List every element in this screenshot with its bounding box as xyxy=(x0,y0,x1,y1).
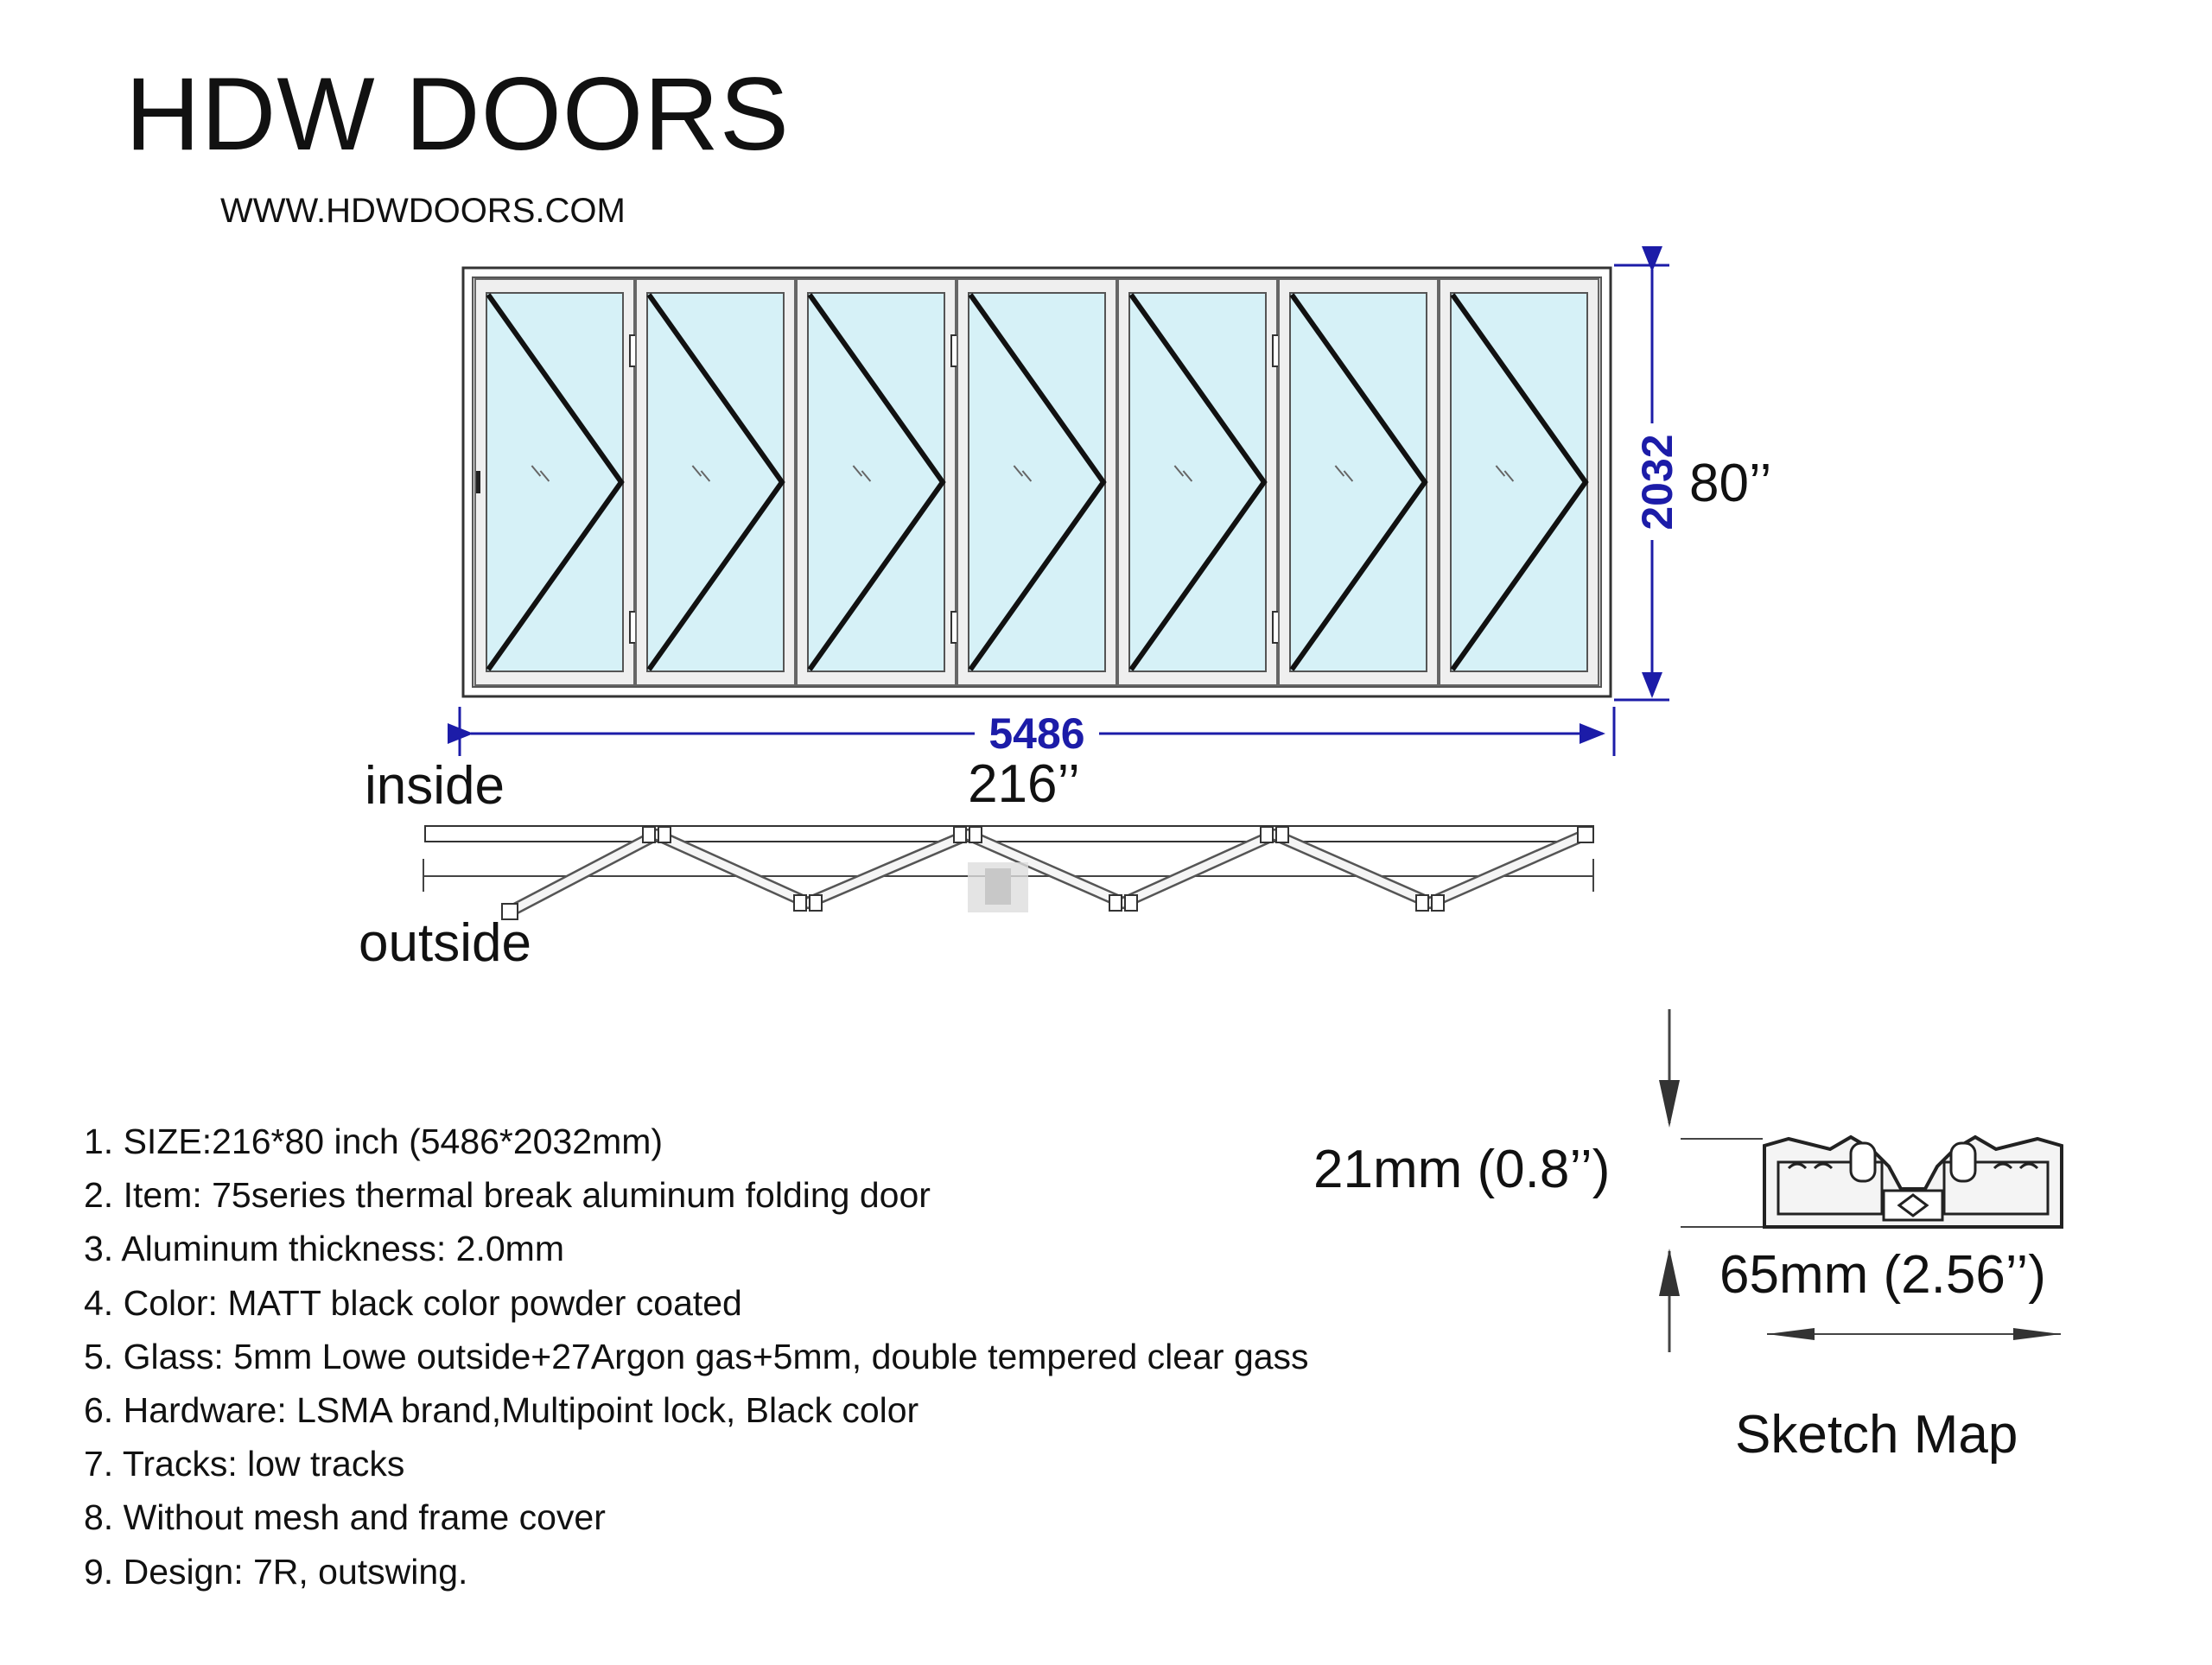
width-dimension: 5486 xyxy=(448,707,1616,758)
width-mm-label: 5486 xyxy=(988,709,1084,758)
brand-title: HDW DOORS xyxy=(125,56,790,172)
swing-indicator xyxy=(1128,293,1268,671)
spec-item: 1. SIZE:216*80 inch (5486*2032mm) xyxy=(84,1122,664,1161)
hinge-block xyxy=(1275,826,1289,843)
hinge-block xyxy=(809,894,823,912)
swing-indicator xyxy=(1450,293,1589,671)
swing-indicator xyxy=(1289,293,1428,671)
hinge-block xyxy=(658,826,671,843)
hinge-block xyxy=(1431,894,1445,912)
door-panel xyxy=(1439,278,1599,686)
door-elevation xyxy=(461,266,1612,698)
handle-icon xyxy=(476,471,480,493)
door-panel xyxy=(796,278,961,686)
door-panel xyxy=(957,278,1117,686)
hinge-block xyxy=(1260,826,1274,843)
profile-width-label: 65mm (2.56’’) xyxy=(1719,1245,2046,1305)
sketch-map-caption: Sketch Map xyxy=(1735,1405,2018,1465)
height-dimension: 2032 xyxy=(1614,246,1681,702)
hinge-block xyxy=(793,894,807,912)
profile-sketch xyxy=(1659,1009,2063,1352)
spec-item: 4. Color: MATT black color powder coated xyxy=(84,1282,742,1323)
height-mm-label: 2032 xyxy=(1633,434,1681,530)
spec-list: 1. SIZE:216*80 inch (5486*2032mm) 2. Ite… xyxy=(84,1115,1309,1598)
door-panel xyxy=(474,278,639,686)
pivot-block xyxy=(501,903,518,920)
hinge-block xyxy=(1109,894,1122,912)
hinge-block xyxy=(1415,894,1429,912)
brand-url: WWW.HDWDOORS.COM xyxy=(220,192,626,230)
swing-indicator xyxy=(486,293,625,671)
spec-item: 2. Item: 75series thermal break aluminum… xyxy=(84,1175,931,1216)
height-inch-label: 80’’ xyxy=(1689,454,1771,513)
door-panel xyxy=(635,278,796,686)
swing-indicator xyxy=(646,293,785,671)
hinge-block xyxy=(969,826,982,843)
profile-height-label: 21mm (0.8’’) xyxy=(1313,1140,1611,1199)
outside-label: outside xyxy=(359,913,531,973)
spec-item: 3. Aluminum thickness: 2.0mm xyxy=(84,1229,564,1269)
hinge-block xyxy=(1124,894,1138,912)
folding-plan-view xyxy=(423,825,1594,920)
width-inch-label: 216’’ xyxy=(968,754,1080,814)
spec-item: 7. Tracks: low tracks xyxy=(84,1444,405,1484)
spec-item: 8. Without mesh and frame cover xyxy=(84,1497,606,1538)
swing-indicator xyxy=(807,293,946,671)
door-panel xyxy=(1117,278,1282,686)
inside-label: inside xyxy=(365,756,505,816)
swing-indicator xyxy=(968,293,1107,671)
door-panel xyxy=(1278,278,1439,686)
spec-item: 9. Design: 7R, outswing. xyxy=(84,1551,468,1592)
spec-item: 5. Glass: 5mm Lowe outside+27Argon gas+5… xyxy=(84,1336,1309,1376)
hinge-block xyxy=(642,826,656,843)
pivot-block xyxy=(1577,826,1594,843)
spec-item: 6. Hardware: LSMA brand,Multipoint lock,… xyxy=(84,1389,919,1430)
hinge-block xyxy=(953,826,967,843)
